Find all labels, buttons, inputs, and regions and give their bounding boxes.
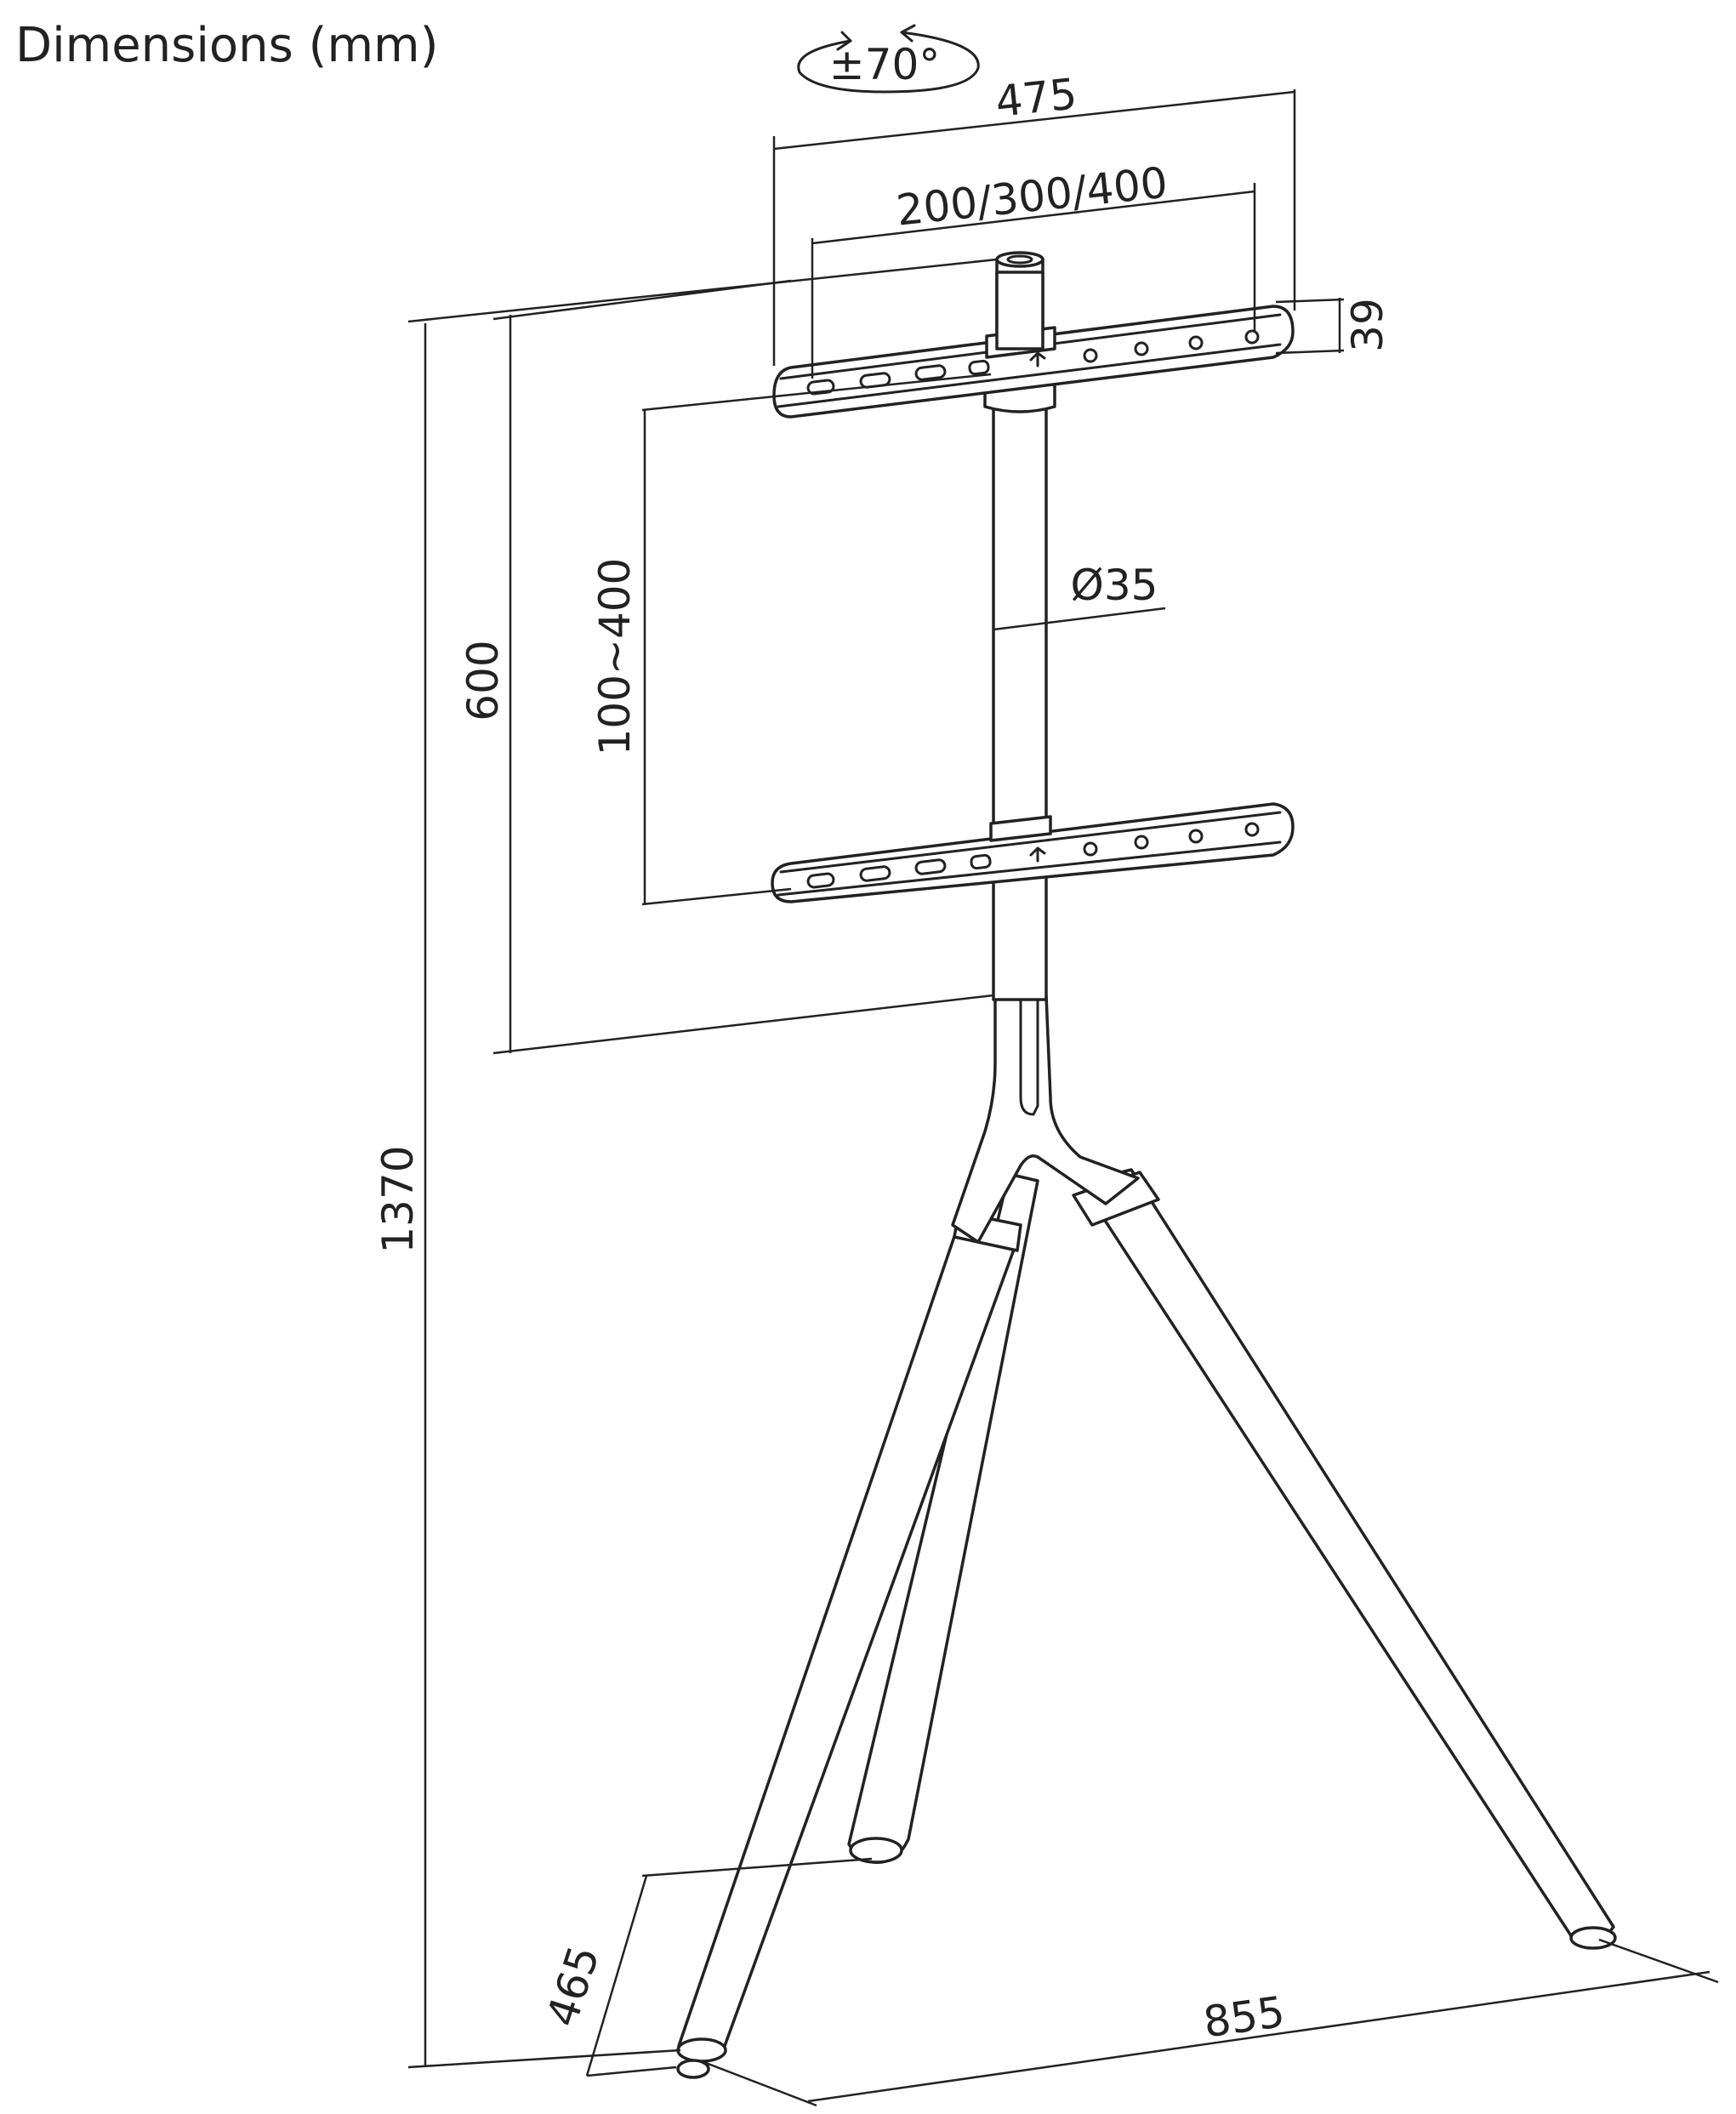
width-total-dimension: 475 bbox=[772, 69, 1296, 366]
left-leg bbox=[676, 1211, 1022, 2079]
pole-diameter-label: Ø35 bbox=[1071, 561, 1158, 610]
vesa-vertical-dimension: 100~400 bbox=[590, 373, 992, 906]
rotation-dimension: ±70° bbox=[797, 24, 980, 94]
foot-width-dimension: 855 bbox=[705, 1938, 1719, 2107]
rotation-label: ±70° bbox=[829, 40, 941, 89]
bottom-bracket-holes bbox=[806, 822, 1260, 889]
vesa-vertical-label: 100~400 bbox=[590, 558, 640, 756]
right-leg bbox=[1072, 1168, 1617, 1950]
top-bracket bbox=[772, 271, 1295, 419]
diagram-title: Dimensions (mm) bbox=[15, 18, 438, 73]
total-height-dimension: 1370 bbox=[373, 258, 998, 2069]
foot-depth-dimension: 465 bbox=[538, 1857, 873, 2077]
foot-width-label: 855 bbox=[1200, 1987, 1288, 2048]
tv-stand bbox=[676, 251, 1617, 2079]
width-total-label: 475 bbox=[993, 69, 1079, 127]
bracket-height-dimension: 39 bbox=[1275, 298, 1392, 355]
total-height-label: 1370 bbox=[373, 1145, 423, 1253]
bracket-height-label: 39 bbox=[1343, 298, 1392, 352]
pole-diameter-dimension: Ø35 bbox=[993, 561, 1166, 631]
mount-height-dimension: 600 bbox=[458, 279, 994, 1055]
foot-depth-label: 465 bbox=[538, 1940, 610, 2032]
vesa-horizontal-label: 200/300/400 bbox=[894, 158, 1170, 236]
dimension-lines: ±70° 475 200/300/400 39 Ø35 bbox=[373, 24, 1719, 2107]
bottom-bracket bbox=[771, 802, 1295, 903]
mount-height-label: 600 bbox=[458, 640, 508, 721]
top-bracket-holes bbox=[806, 329, 1260, 396]
